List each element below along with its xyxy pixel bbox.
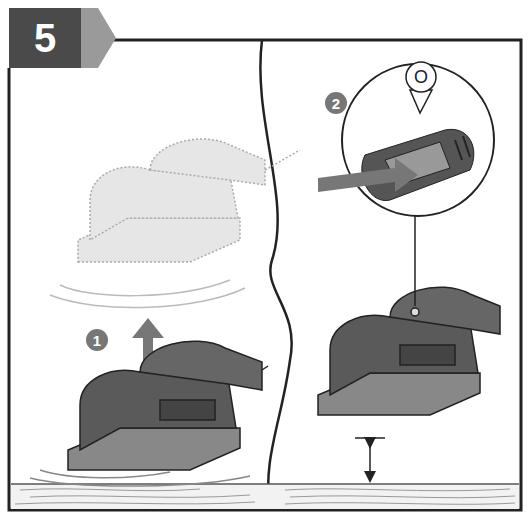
gap-dimension: [355, 438, 385, 477]
callout-number: 1: [93, 333, 101, 348]
step-number: 5: [34, 18, 56, 58]
divider: [260, 40, 291, 510]
wood-surface: [11, 484, 519, 509]
sander: [318, 287, 500, 415]
lifted-sander: [50, 139, 300, 308]
step-chevron: [81, 8, 116, 68]
callout-number: 2: [332, 96, 340, 111]
panel-frame: [9, 40, 521, 510]
step-tab: [9, 8, 81, 68]
switch-callout: [318, 62, 494, 306]
sander: [30, 341, 268, 486]
off-symbol: O: [414, 68, 428, 86]
callout-circle: [86, 329, 108, 351]
callout-circle: [325, 92, 347, 114]
